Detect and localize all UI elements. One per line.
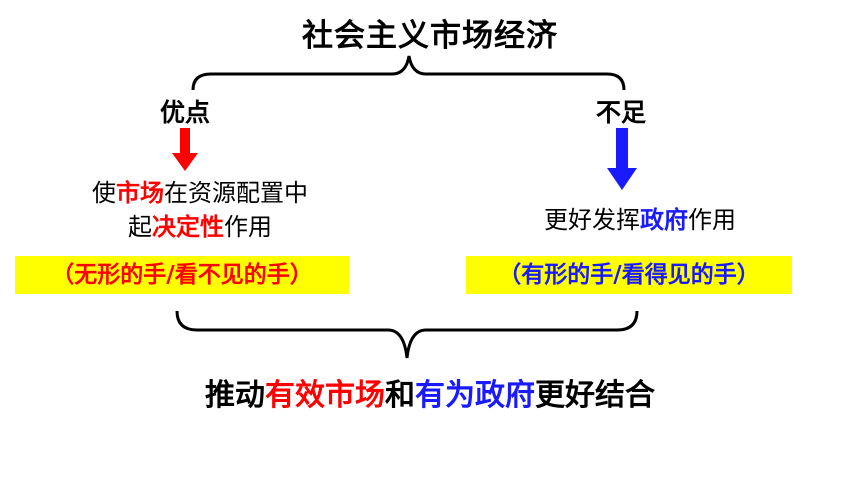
text-segment-highlight: 市场 xyxy=(116,179,164,207)
text-segment-highlight: 有为政府 xyxy=(415,378,535,413)
text-segment: 使 xyxy=(92,179,116,207)
market-role-line-2: 起决定性作用 xyxy=(50,210,350,244)
diagram-title: 社会主义市场经济 xyxy=(302,18,558,54)
government-role-text: 更好发挥政府作用 xyxy=(490,203,790,237)
bottom-brace xyxy=(175,310,639,359)
advantages-label: 优点 xyxy=(160,98,211,127)
blue-down-arrow xyxy=(607,128,637,190)
text-segment-highlight: 政府 xyxy=(640,206,688,234)
text-segment: 和 xyxy=(385,378,415,413)
text-segment: 推动 xyxy=(205,378,265,413)
text-segment: 在资源配置中 xyxy=(164,179,308,207)
conclusion-text: 推动有效市场和有为政府更好结合 xyxy=(0,370,860,414)
top-brace xyxy=(191,55,626,91)
invisible-hand-box: （无形的手/看不见的手） xyxy=(15,256,349,294)
shortcomings-label: 不足 xyxy=(596,98,647,127)
visible-hand-box: （有形的手/看得见的手） xyxy=(466,256,792,294)
text-segment: 起 xyxy=(128,213,152,241)
market-role-line-1: 使市场在资源配置中 xyxy=(50,176,350,210)
red-down-arrow xyxy=(172,128,198,171)
text-segment: 作用 xyxy=(688,206,736,234)
text-segment: 更好结合 xyxy=(535,378,655,413)
market-role-text: 使市场在资源配置中 起决定性作用 xyxy=(50,176,350,244)
text-segment: 更好发挥 xyxy=(544,206,640,234)
text-segment: 作用 xyxy=(224,213,272,241)
text-segment-highlight: 有效市场 xyxy=(265,378,385,413)
text-segment-highlight: 决定性 xyxy=(152,213,224,241)
